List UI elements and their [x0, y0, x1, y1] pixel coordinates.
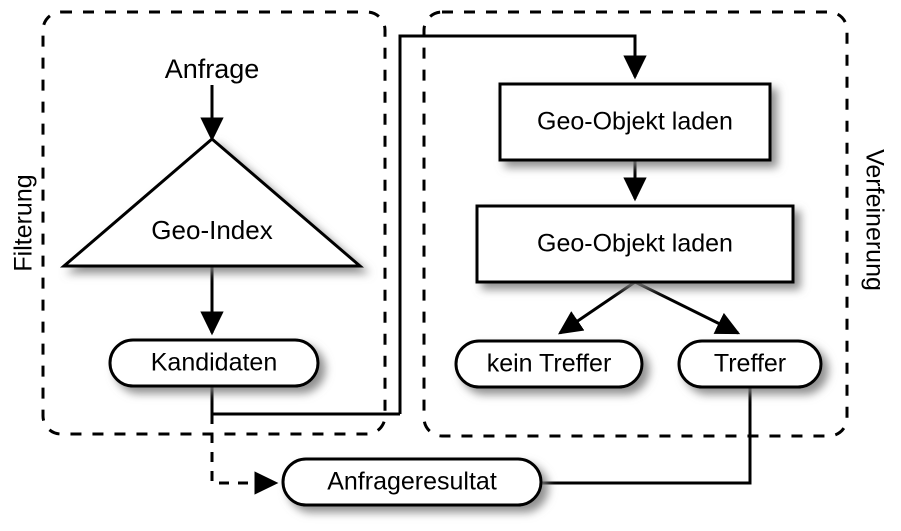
- node-anfrageresultat: Anfrageresultat: [281, 457, 543, 507]
- geo-objekt-laden-1-box: [498, 82, 772, 162]
- geo-objekt-laden-2-box: [475, 204, 795, 284]
- anfrageresultat-pill: [281, 457, 543, 507]
- treffer-label: Treffer: [714, 350, 786, 378]
- node-treffer: Treffer: [677, 339, 823, 389]
- treffer-pill: [677, 339, 823, 389]
- node-kandidaten: Kandidaten: [108, 338, 320, 388]
- edge-treffer-to-anfrageresultat: [541, 387, 752, 485]
- kandidaten-pill: [108, 338, 320, 388]
- node-anfrage: Anfrage: [165, 54, 260, 84]
- filterung-label: Filterung: [10, 174, 38, 271]
- edge-geo-objekt-laden-2-to-kein-treffer: [558, 280, 636, 335]
- edge-kandidaten-to-anfrageresultat: [210, 414, 279, 495]
- kein-treffer-pill: [454, 339, 644, 389]
- node-kein-treffer: kein Treffer: [454, 339, 644, 389]
- anfrageresultat-label: Anfrageresultat: [327, 468, 497, 496]
- node-geo-objekt-laden-2: Geo-Objekt laden: [475, 204, 795, 284]
- kein-treffer-label: kein Treffer: [487, 350, 612, 378]
- geo-index-triangle: [59, 137, 365, 268]
- node-geo-objekt-laden-1: Geo-Objekt laden: [498, 82, 772, 162]
- group-filterung: Filterung: [10, 10, 387, 436]
- edge-kandidaten-riser: [210, 386, 400, 416]
- geo-objekt-laden-2-label: Geo-Objekt laden: [537, 230, 733, 258]
- verfeinerung-label: Verfeinerung: [860, 149, 888, 291]
- verfeinerung-boundary: [422, 10, 849, 438]
- kandidaten-label: Kandidaten: [151, 349, 278, 377]
- geo-index-label: Geo-Index: [151, 215, 272, 245]
- geo-objekt-laden-1-label: Geo-Objekt laden: [537, 108, 733, 136]
- group-verfeinerung: Verfeinerung: [422, 10, 888, 438]
- edge-kandidaten-to-geo-objekt-laden-1: [398, 34, 647, 414]
- edge-geo-objekt-laden-2-to-treffer: [634, 280, 741, 335]
- node-geo-index: Geo-Index: [59, 137, 365, 268]
